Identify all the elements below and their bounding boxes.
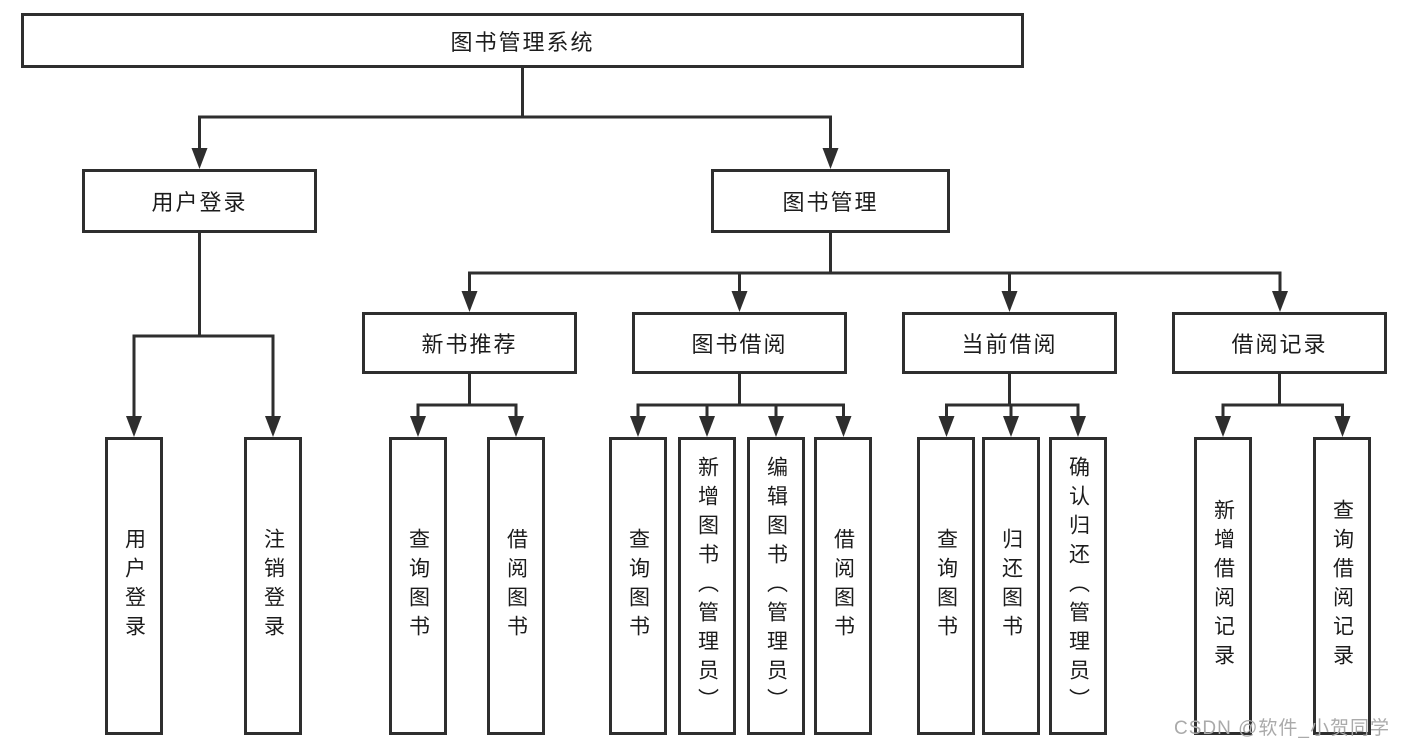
leaf-nbr-query-books: 查询图书 xyxy=(389,437,447,735)
leaf-bb-query-books-label: 查询图书 xyxy=(626,528,650,644)
node-book-borrow: 图书借阅 xyxy=(632,312,847,374)
node-book-management-label: 图书管理 xyxy=(782,190,879,215)
node-new-book-recommend: 新书推荐 xyxy=(362,312,577,374)
csdn-watermark: CSDN @软件_小贺同学 xyxy=(1174,718,1390,739)
leaf-bb-add-books-admin-label: 新增图书（管理员） xyxy=(695,455,719,717)
node-current-borrow: 当前借阅 xyxy=(902,312,1117,374)
leaf-user-login: 用户登录 xyxy=(105,437,163,735)
leaf-cb-query-books-label: 查询图书 xyxy=(934,528,958,644)
node-borrow-records-label: 借阅记录 xyxy=(1231,332,1328,357)
leaf-logout-label: 注销登录 xyxy=(261,528,285,644)
leaf-nbr-borrow-books-label: 借阅图书 xyxy=(504,528,528,644)
leaf-user-login-label: 用户登录 xyxy=(122,528,146,644)
leaf-nbr-borrow-books: 借阅图书 xyxy=(487,437,545,735)
node-root-label: 图书管理系统 xyxy=(450,29,595,55)
leaf-bb-edit-books-admin: 编辑图书（管理员） xyxy=(747,437,805,735)
node-user-login: 用户登录 xyxy=(82,169,317,233)
node-current-borrow-label: 当前借阅 xyxy=(961,332,1058,357)
leaf-bb-query-books: 查询图书 xyxy=(609,437,667,735)
node-root: 图书管理系统 xyxy=(21,13,1024,68)
node-book-borrow-label: 图书借阅 xyxy=(691,332,788,357)
leaf-cb-return-books: 归还图书 xyxy=(982,437,1040,735)
leaf-br-query-record-label: 查询借阅记录 xyxy=(1330,499,1354,673)
leaf-cb-confirm-return-admin: 确认归还（管理员） xyxy=(1049,437,1107,735)
leaf-bb-add-books-admin: 新增图书（管理员） xyxy=(678,437,736,735)
node-new-book-recommend-label: 新书推荐 xyxy=(421,332,518,357)
node-borrow-records: 借阅记录 xyxy=(1172,312,1387,374)
leaf-cb-confirm-return-admin-label: 确认归还（管理员） xyxy=(1066,455,1090,717)
leaf-br-add-record: 新增借阅记录 xyxy=(1194,437,1252,735)
leaf-br-add-record-label: 新增借阅记录 xyxy=(1211,499,1235,673)
leaf-bb-borrow-books: 借阅图书 xyxy=(814,437,872,735)
leaf-cb-query-books: 查询图书 xyxy=(917,437,975,735)
leaf-br-query-record: 查询借阅记录 xyxy=(1313,437,1371,735)
node-user-login-label: 用户登录 xyxy=(151,190,248,215)
leaf-bb-edit-books-admin-label: 编辑图书（管理员） xyxy=(764,455,788,717)
node-book-management: 图书管理 xyxy=(711,169,950,233)
leaf-nbr-query-books-label: 查询图书 xyxy=(406,528,430,644)
leaf-bb-borrow-books-label: 借阅图书 xyxy=(831,528,855,644)
leaf-cb-return-books-label: 归还图书 xyxy=(999,528,1023,644)
leaf-logout: 注销登录 xyxy=(244,437,302,735)
